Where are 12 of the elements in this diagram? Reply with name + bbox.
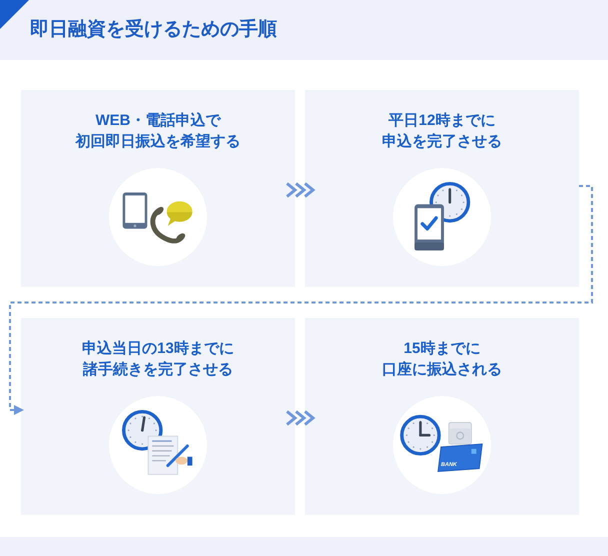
dashed-arrow [9,185,593,415]
step-card [21,318,295,515]
chevron-arrow [286,410,316,426]
step-text: 15時までに口座に振込される [381,339,503,380]
step-text: WEB・電話申込で初回即日振込を希望する [74,111,242,152]
step-card [305,90,579,287]
step-card [305,318,579,515]
step-text: 申込当日の13時までに諸手続きを完了させる [81,339,235,380]
chevron-arrow [286,182,316,198]
step-card [21,90,295,287]
title: 即日融資を受けるための手順 [30,18,277,42]
step-text: 平日12時までに申込を完了させる [381,111,503,152]
